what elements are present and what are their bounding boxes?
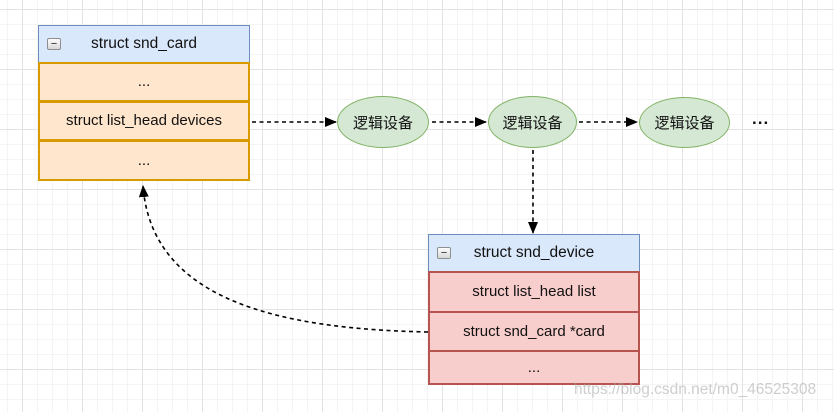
snd-device-node: − struct snd_device struct list_head lis… [428,234,640,385]
snd-card-row-ellipsis-bottom: ... [38,139,250,181]
snd-device-header: − struct snd_device [428,234,640,272]
collapse-icon[interactable]: − [437,247,451,259]
snd-device-title: struct snd_device [473,244,595,261]
logical-device-node-3: 逻辑设备 [639,97,730,148]
snd-card-title: struct snd_card [91,35,197,52]
snd-card-row-devices: struct list_head devices [38,100,250,141]
snd-card-row-ellipsis-top: ... [38,61,250,102]
card-backref-arrow [138,185,429,333]
snd-device-row-card-ptr: struct snd_card *card [428,311,640,352]
snd-card-header: − struct snd_card [38,25,250,63]
snd-card-node: − struct snd_card ... struct list_head d… [38,25,250,181]
more-devices-ellipsis: ... [752,109,770,128]
logical-device-node-1: 逻辑设备 [337,96,429,148]
collapse-icon[interactable]: − [47,38,61,50]
snd-device-row-list: struct list_head list [428,270,640,313]
snd-device-row-ellipsis: ... [428,350,640,385]
logical-device-node-2: 逻辑设备 [488,96,577,148]
